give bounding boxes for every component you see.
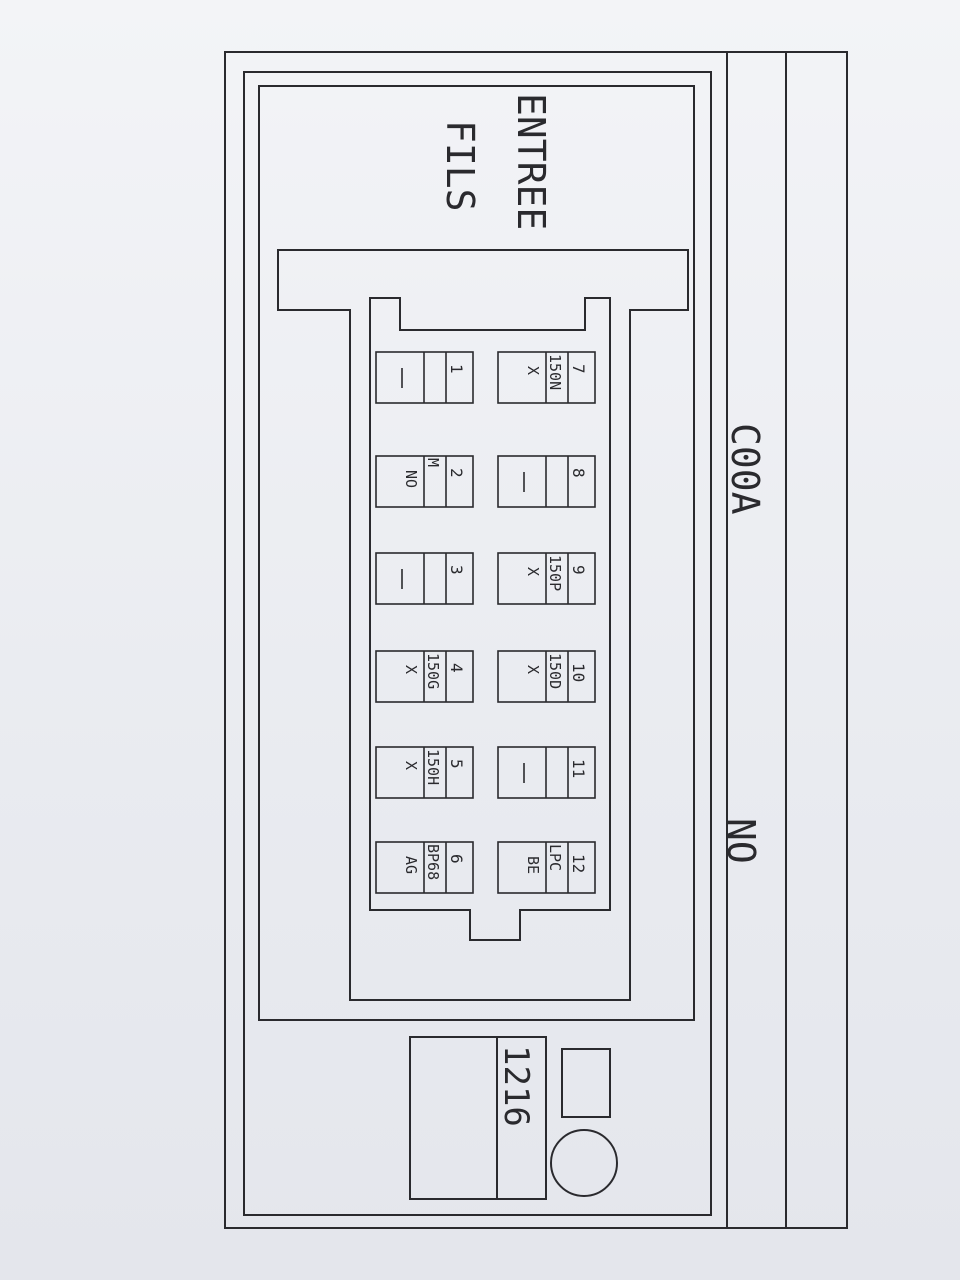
connector-insert [369,297,611,941]
pin-wire-color: BE [524,856,542,874]
pin-number: 11 [569,759,588,778]
pin-cell-9: 9 150P X [497,552,596,605]
pin-cell-10: 10 150D X [497,650,596,703]
pin-number: 3 [447,565,466,575]
pin-cell-5: 5 150H X [375,746,474,799]
pin-number: 9 [569,565,588,575]
pin-wire-code: M [424,458,442,467]
connector-housing [277,249,689,1001]
pin-cell-2: 2M NO [375,455,474,508]
pin-cell-1: 1 [375,351,474,404]
pin-number: 2 [447,468,466,478]
pin-wire-code: 150D [546,653,564,689]
pin-number: 10 [569,663,588,682]
pin-number: 8 [569,468,588,478]
inner-frame [243,71,712,1216]
pin-wire-code: 150P [546,555,564,591]
pin-number: 12 [569,854,588,873]
pin-wire-color: NO [402,470,420,488]
connector-frame [258,85,695,1021]
pin-cell-7: 7 150N X [497,351,596,404]
pin-wire-code: LPC [546,844,564,871]
pin-wire-color: X [524,366,542,375]
pin-cell-11: 11 [497,746,596,799]
pin-wire-code: 150N [546,354,564,390]
pin-cell-8: 8 [497,455,596,508]
ref-number: 1216 [496,1045,536,1127]
pin-wire-color: X [524,665,542,674]
heading-line1: ENTREE [509,93,553,230]
pin-cell-3: 3 [375,552,474,605]
pin-number: 6 [447,854,466,864]
pin-wire-color: X [524,567,542,576]
pin-number: 5 [447,759,466,769]
pin-cells: 12MNO34150GX5150HX6BP68AG7150NX89150PX10… [375,351,596,894]
pin-cell-4: 4 150G X [375,650,474,703]
pin-wire-code: 150H [424,749,442,785]
pin-wire-color: X [402,761,420,770]
connector-code: C00A [723,423,767,515]
pin-number: 7 [569,364,588,374]
pin-wire-code: 150G [424,653,442,689]
side-label: NO [719,818,763,864]
small-circle [550,1129,618,1197]
small-square [561,1048,611,1118]
ref-box [409,1036,547,1200]
pin-number: 4 [447,663,466,673]
heading-line2: FILS [438,120,482,212]
pin-number: 1 [447,364,466,374]
pin-wire-code: BP68 [424,844,442,880]
outer-frame [224,51,848,1229]
pin-wire-color: X [402,665,420,674]
pin-wire-color: AG [402,856,420,874]
